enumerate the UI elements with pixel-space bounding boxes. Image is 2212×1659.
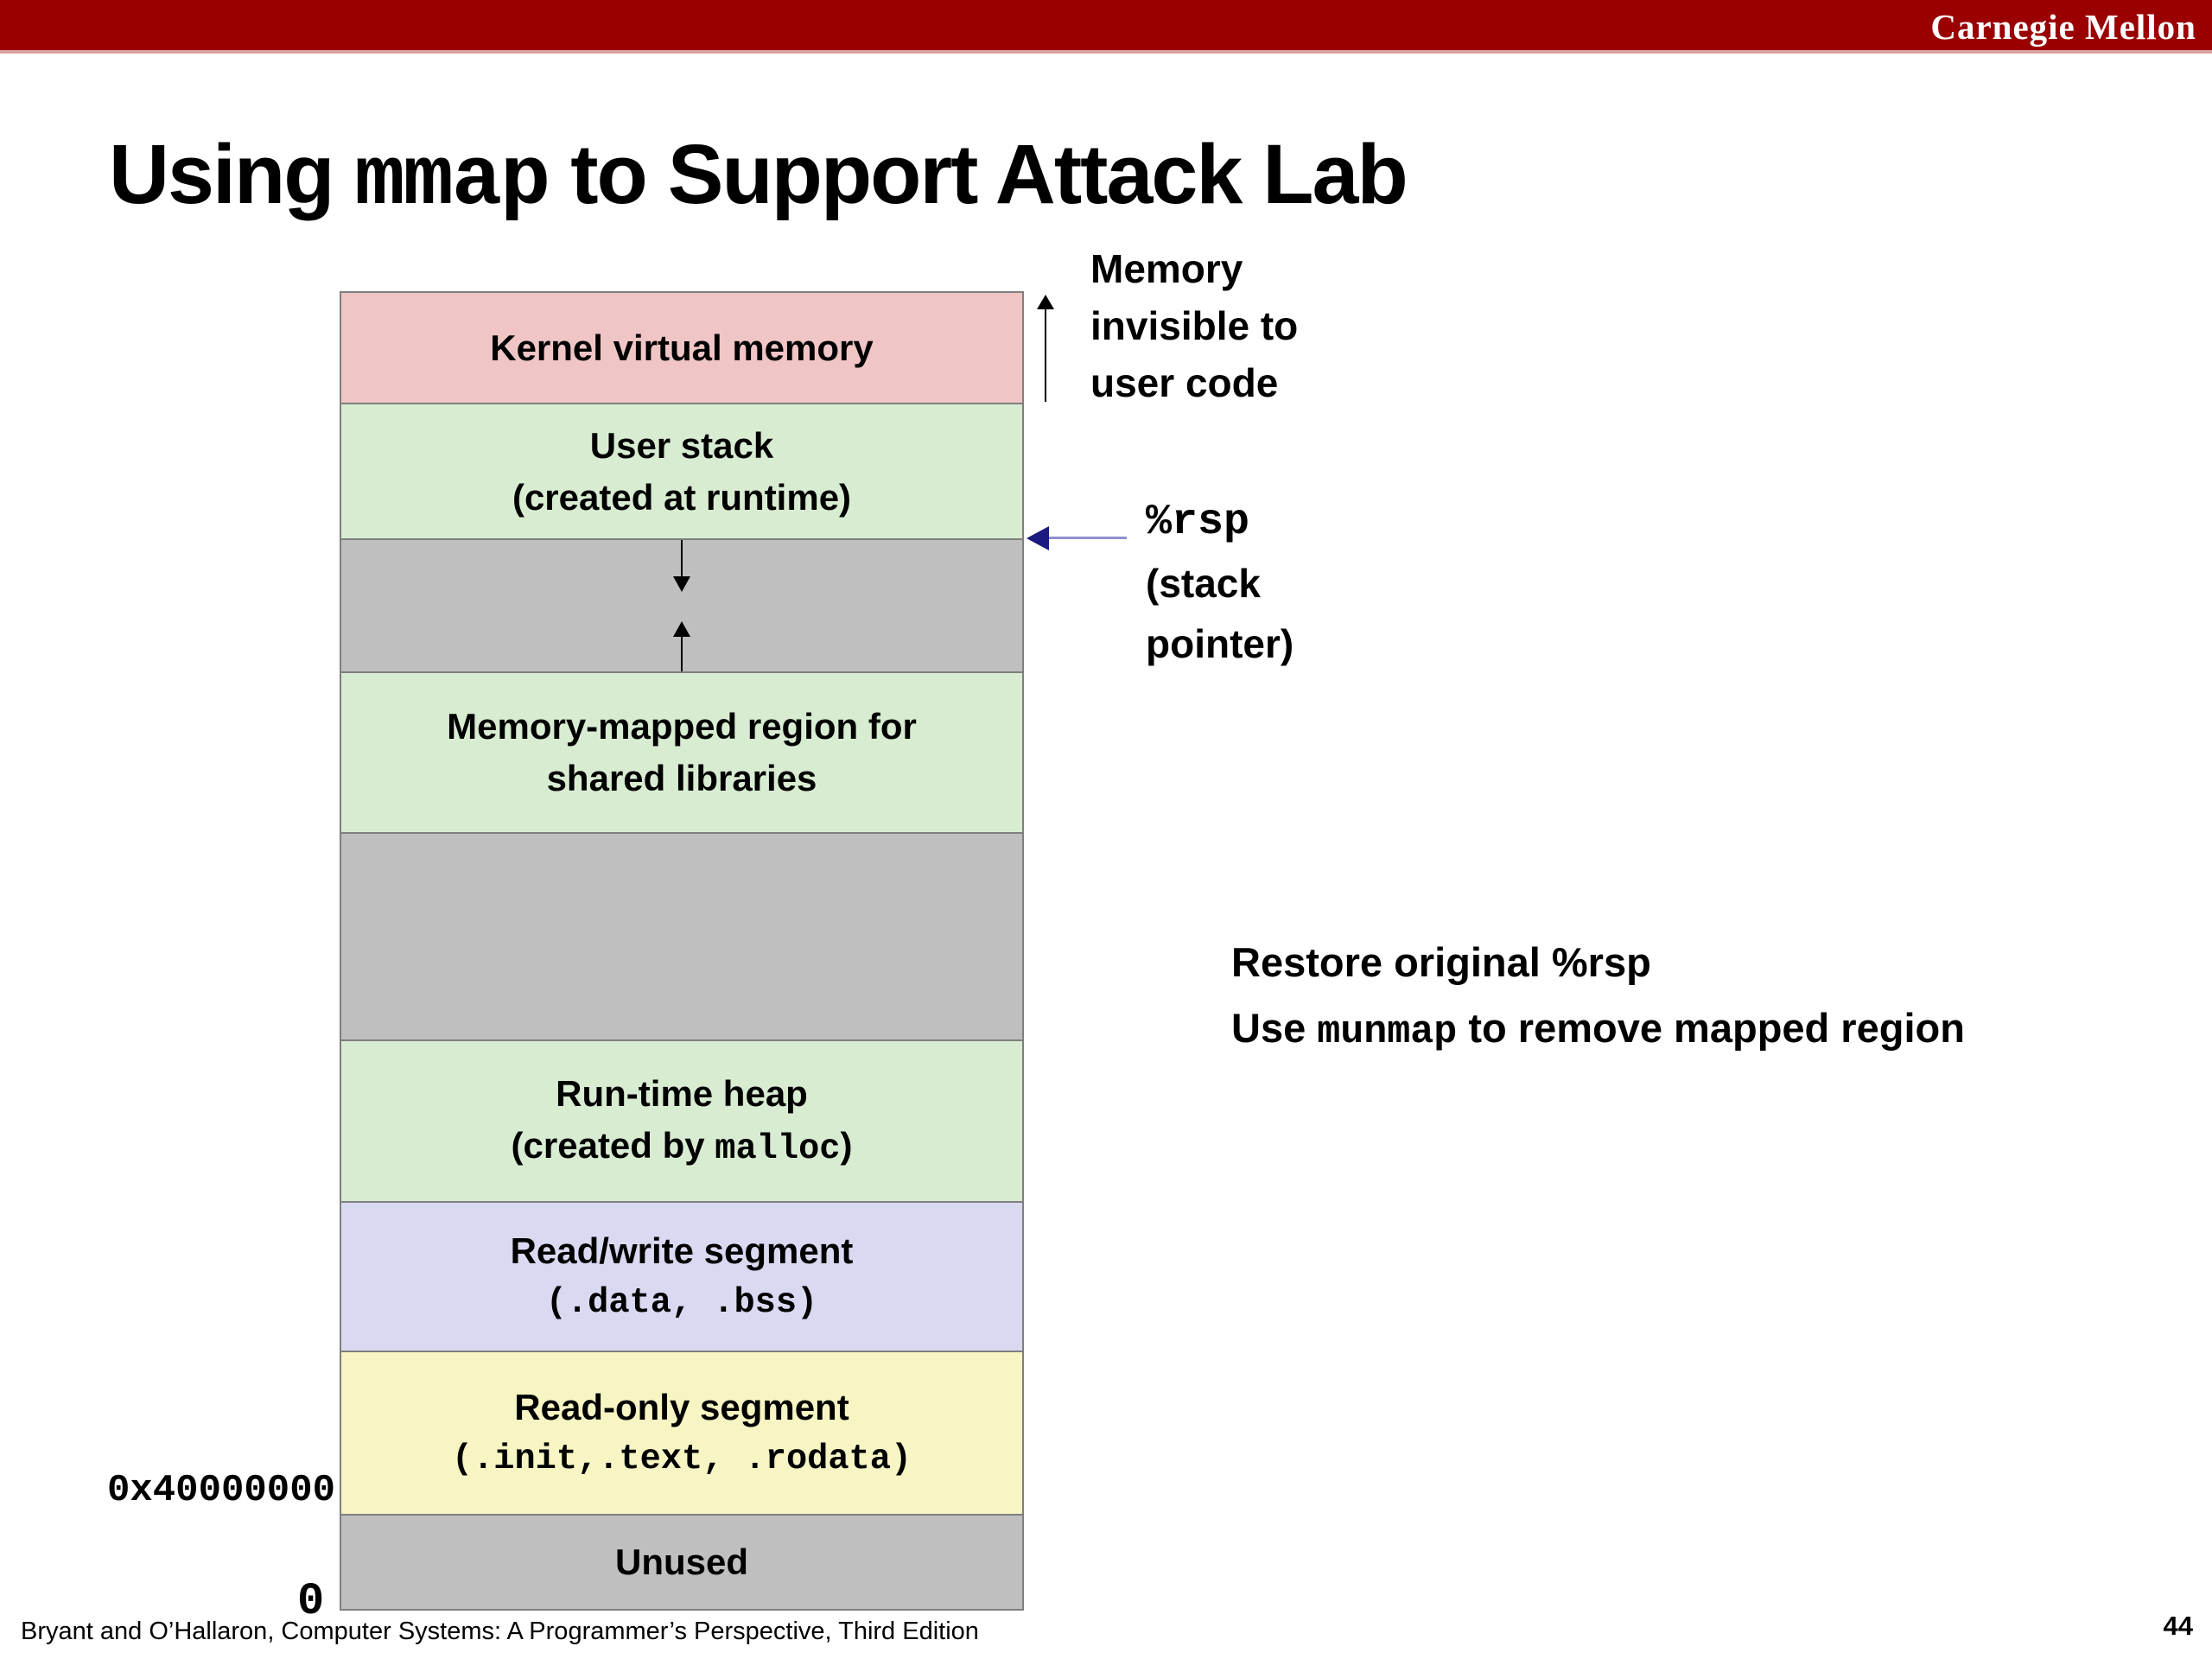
region-read-write-segment: Read/write segment (.data, .bss)	[341, 1201, 1022, 1351]
region-unallocated-gap	[341, 832, 1022, 1039]
annotation-line: (stack	[1146, 561, 1261, 606]
restore-rsp-annotation: Restore original %rsp Use munmap to remo…	[1231, 930, 1965, 1065]
region-unused: Unused	[341, 1514, 1022, 1609]
region-kernel-virtual-memory: Kernel virtual memory	[341, 293, 1022, 403]
region-sublabel: (created by malloc)	[512, 1120, 853, 1175]
annotation-line: invisible to	[1090, 303, 1299, 348]
annotation-line: Memory	[1090, 246, 1243, 291]
region-sublabel: (created at runtime)	[512, 476, 852, 518]
title-code-mmap: mmap	[354, 134, 550, 229]
citation-footer: Bryant and O’Hallaron, Computer Systems:…	[21, 1618, 979, 1645]
down-arrow-icon	[673, 576, 690, 592]
region-runtime-heap: Run-time heap (created by malloc)	[341, 1039, 1022, 1201]
region-sublabel-code: (.init,.text, .rodata)	[451, 1439, 912, 1479]
stack-pointer-annotation: %rsp (stack pointer)	[1146, 493, 1294, 674]
cmu-wordmark: Carnegie Mellon	[1930, 7, 2196, 47]
memory-invisible-extent-arrow	[1035, 295, 1056, 402]
region-read-only-segment: Read-only segment (.init,.text, .rodata)	[341, 1351, 1022, 1514]
memory-layout-diagram: Kernel virtual memory User stack (create…	[340, 291, 1024, 1611]
region-label: Memory-mapped region for	[447, 706, 917, 747]
region-memory-mapped: Memory-mapped region for shared librarie…	[341, 671, 1022, 832]
region-label: Kernel virtual memory	[490, 327, 874, 368]
annotation-code-munmap: munmap	[1317, 1010, 1458, 1054]
annotation-line: pointer)	[1146, 621, 1294, 666]
header-bar: Carnegie Mellon	[0, 0, 2212, 54]
sublabel-text: (created by	[511, 1124, 715, 1166]
annotation-line: Use munmap to remove mapped region	[1231, 995, 1965, 1065]
stack-growth-arrow-line	[681, 540, 683, 576]
region-label: User stack	[589, 424, 774, 466]
annotation-line: Restore original %rsp	[1231, 939, 1651, 985]
up-arrow-icon	[673, 621, 690, 637]
region-sublabel-code: (.data, .bss)	[545, 1282, 818, 1323]
arrow-line	[1045, 306, 1046, 402]
sublabel-code-malloc: malloc	[715, 1128, 841, 1169]
title-text-pre: Using	[109, 127, 355, 221]
region-label: Unused	[614, 1541, 748, 1582]
memory-invisible-annotation: Memory invisible to user code	[1090, 240, 1298, 411]
annotation-text: Use	[1231, 1005, 1318, 1051]
title-text-post: to Support Attack Lab	[549, 127, 1408, 221]
up-arrow-icon	[1037, 295, 1054, 309]
page-title: Using mmap to Support Attack Lab	[109, 126, 1408, 229]
region-label: Read-only segment	[514, 1386, 849, 1427]
region-user-stack: User stack (created at runtime)	[341, 403, 1022, 538]
arrow-line	[1047, 537, 1127, 539]
region-label: Read/write segment	[510, 1230, 854, 1271]
left-arrow-icon	[1027, 526, 1049, 550]
region-label: Run-time heap	[556, 1072, 808, 1114]
region-stack-growth-gap	[341, 538, 1022, 671]
page-number: 44	[2163, 1611, 2193, 1641]
address-label-zero: 0	[297, 1576, 325, 1627]
rsp-register-label: %rsp	[1146, 498, 1250, 547]
annotation-line: user code	[1090, 360, 1279, 405]
stack-pointer-arrow	[1027, 524, 1128, 552]
address-label-0x40000000: 0x40000000	[106, 1469, 335, 1512]
region-sublabel: shared libraries	[546, 758, 817, 798]
sublabel-text: )	[840, 1124, 853, 1166]
annotation-text: to remove mapped region	[1457, 1005, 1965, 1051]
mmap-growth-arrow-line	[681, 635, 683, 671]
